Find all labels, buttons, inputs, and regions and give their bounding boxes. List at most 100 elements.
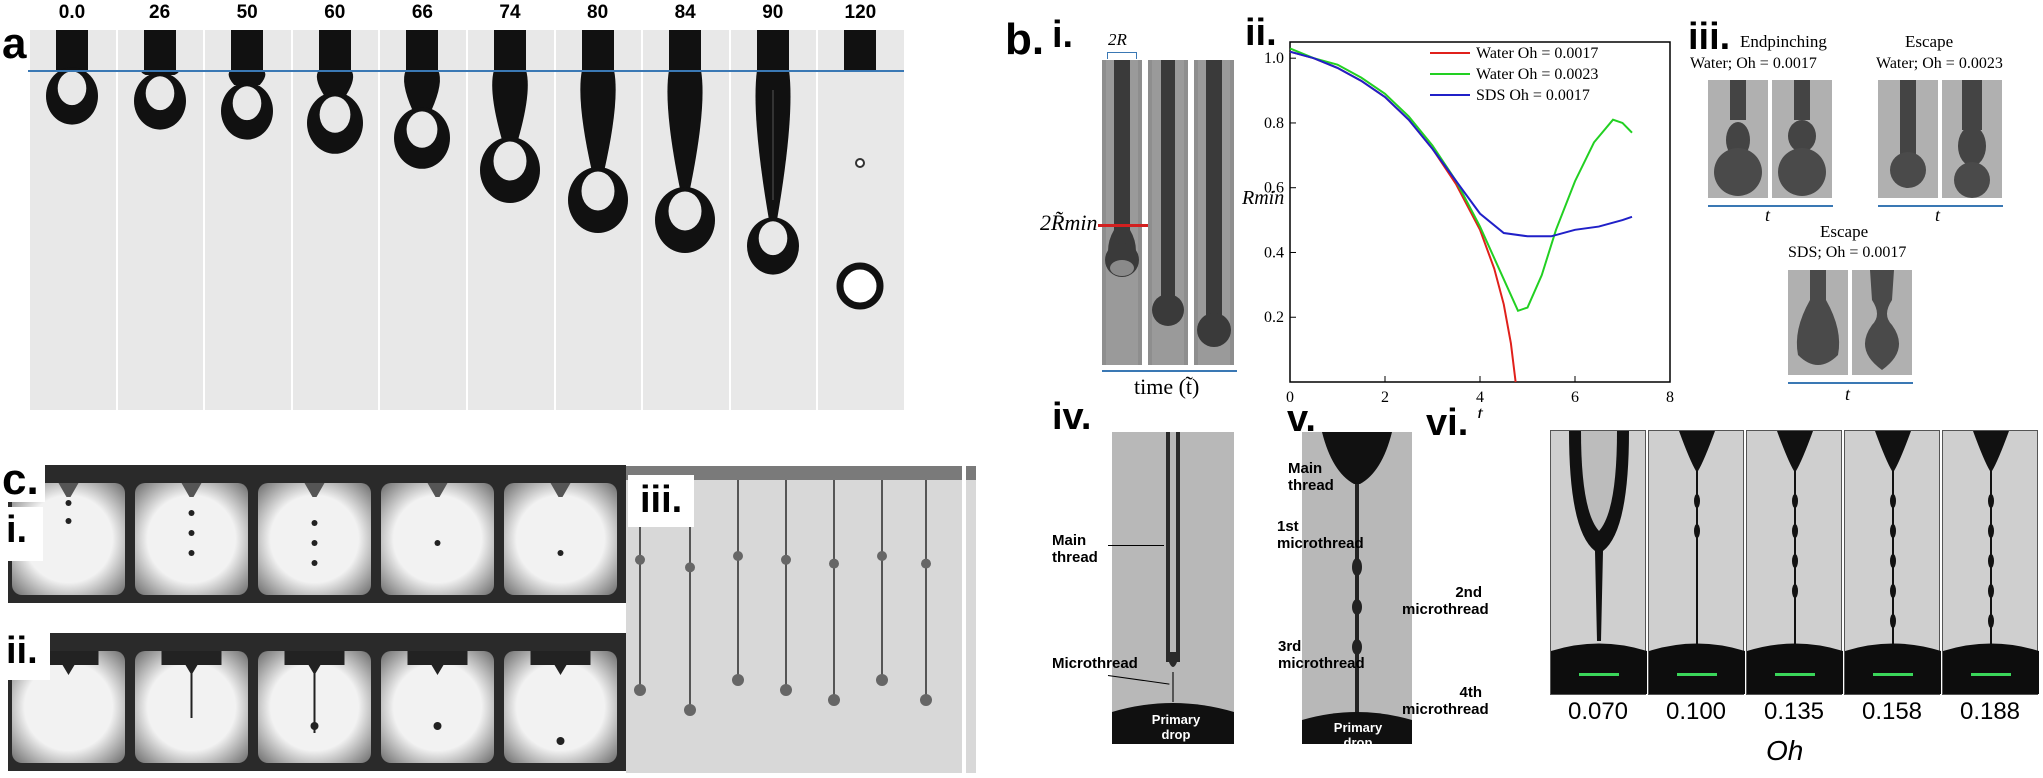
v-m2-label: 2nd microthread <box>1402 584 1489 618</box>
oh-value-1: 0.100 <box>1665 698 1727 725</box>
c-row-ii-frame-4 <box>504 651 617 763</box>
v-main-thread-label: Main thread <box>1288 460 1334 494</box>
escape-t: t <box>1935 205 1941 225</box>
droplet-frames <box>28 30 928 410</box>
c-iii-thread-4 <box>833 480 835 700</box>
frame-time-6: 80 <box>587 2 609 23</box>
escape-sub: Water; Oh = 0.0023 <box>1876 55 2003 72</box>
x-axis-label: t <box>1477 403 1483 418</box>
escape2-img-2 <box>1852 270 1912 375</box>
y-tick-label-2: 0.6 <box>1264 180 1284 197</box>
c-iii-thread-1 <box>689 480 691 710</box>
x-tick-label-3: 6 <box>1571 389 1579 406</box>
v-m4-label: 4th microthread <box>1402 684 1489 718</box>
primary-drop-label-iv: Primary drop <box>1151 712 1201 742</box>
legend-entry-1: Water Oh = 0.0023 <box>1476 66 1598 83</box>
c-row-i-frame-3 <box>381 483 494 595</box>
droplet-frame-9 <box>816 30 904 410</box>
frame-time-3: 60 <box>324 2 346 23</box>
width-label: 2R <box>1108 30 1127 49</box>
droplet-frame-6 <box>553 30 642 410</box>
escape2-img-1 <box>1788 270 1848 375</box>
oh-frame-4 <box>1942 430 2039 718</box>
red-arrow <box>1098 224 1148 227</box>
legend-entry-2: SDS Oh = 0.0017 <box>1476 87 1590 104</box>
endpinching-img-1 <box>1708 80 1768 198</box>
endpinching-t-arrow <box>1708 205 1833 207</box>
oh-axis-label: Oh <box>1766 735 1804 766</box>
main-thread-image <box>1112 432 1234 744</box>
c-row-i-frame-1 <box>135 483 248 595</box>
frame-time-9: 120 <box>844 2 877 23</box>
c-row-ii-frame-3 <box>381 651 494 763</box>
escape2-title: Escape <box>1820 222 1869 241</box>
escape-img-2 <box>1942 80 2002 198</box>
c-iii-thread-5 <box>881 480 883 680</box>
x-tick-label-0: 0 <box>1286 389 1294 406</box>
c-iii-thread-3 <box>785 480 787 690</box>
thread-image-3 <box>1194 60 1234 365</box>
oh-value-2: 0.135 <box>1763 698 1825 725</box>
frame-time-2: 50 <box>236 2 258 23</box>
frame-time-0: 0.0 <box>58 2 86 23</box>
panel-b-v-label: v. <box>1287 398 1316 440</box>
panel-c-row-i <box>8 465 626 603</box>
min-radius-label: 2R̃min <box>1040 210 1098 235</box>
v-m1-label: 1st microthread <box>1277 518 1364 552</box>
main-thread-label: Main thread <box>1052 532 1098 566</box>
frame-time-4: 66 <box>411 2 433 23</box>
oh-frame-1 <box>1648 430 1745 695</box>
c-row-ii-frame-1 <box>135 651 248 763</box>
droplet-frame-2 <box>203 30 291 410</box>
c-row-i-frame-2 <box>258 483 371 595</box>
panel-c-iii-label: iii. <box>628 475 695 527</box>
c-iii-thread-2 <box>737 480 739 680</box>
escape2-t: t <box>1845 384 1851 404</box>
legend-entry-0: Water Oh = 0.0017 <box>1476 45 1598 62</box>
panel-c-label: c. <box>2 458 45 502</box>
escape-t-arrow <box>1878 205 2003 207</box>
row-i-frames <box>8 465 626 603</box>
y-axis-label: Rmin <box>1241 187 1284 209</box>
row-ii-frames <box>8 633 626 771</box>
oh-value-4: 0.188 <box>1959 698 2021 725</box>
frame-time-8: 90 <box>762 2 784 23</box>
c-iii-thread-6 <box>925 480 927 700</box>
main-thread-arrow <box>1108 545 1164 546</box>
thread-image-2 <box>1148 60 1188 365</box>
endpinching-img-2 <box>1772 80 1832 198</box>
v-m3-label: 3rd microthread <box>1278 638 1365 672</box>
panel-c-row-ii <box>8 633 626 771</box>
x-tick-label-2: 4 <box>1476 389 1484 406</box>
droplet-frame-5 <box>466 30 554 410</box>
frame-time-7: 84 <box>674 2 696 23</box>
c-row-ii-frame-2 <box>258 651 371 763</box>
y-tick-label-1: 0.4 <box>1264 244 1284 261</box>
frame-time-row: 0.0 26 50 60 66 74 80 84 90 120 <box>28 2 928 26</box>
panel-b-ii-label: ii. <box>1245 12 1277 54</box>
primary-drop-label-v: Primary drop <box>1333 720 1383 750</box>
microthread-image <box>1302 432 1412 744</box>
frame-time-5: 74 <box>499 2 521 23</box>
panel-b-label: b. <box>1005 15 1045 64</box>
oh-frame-0 <box>1550 430 1647 695</box>
oh-value-0: 0.070 <box>1567 698 1629 725</box>
y-tick-label-3: 0.8 <box>1264 115 1284 132</box>
x-tick-label-1: 2 <box>1381 389 1389 406</box>
endpinching-sub: Water; Oh = 0.0017 <box>1690 55 1817 72</box>
x-tick-label-4: 8 <box>1666 389 1674 406</box>
escape-img-1 <box>1878 80 1938 198</box>
microthread-label: Microthread <box>1052 655 1138 672</box>
panel-c-i-label: i. <box>2 507 44 561</box>
panel-b-iv-label: iv. <box>1052 396 1092 438</box>
time-arrow <box>1102 370 1237 372</box>
escape2-sub: SDS; Oh = 0.0017 <box>1788 244 1907 261</box>
droplet-frame-4 <box>378 30 466 410</box>
oh-image-strip <box>1550 430 2040 718</box>
c-row-i-frame-4 <box>504 483 617 595</box>
frame-time-1: 26 <box>149 2 171 23</box>
escape-title: Escape <box>1905 32 1954 51</box>
escape2-t-arrow <box>1788 382 1913 384</box>
